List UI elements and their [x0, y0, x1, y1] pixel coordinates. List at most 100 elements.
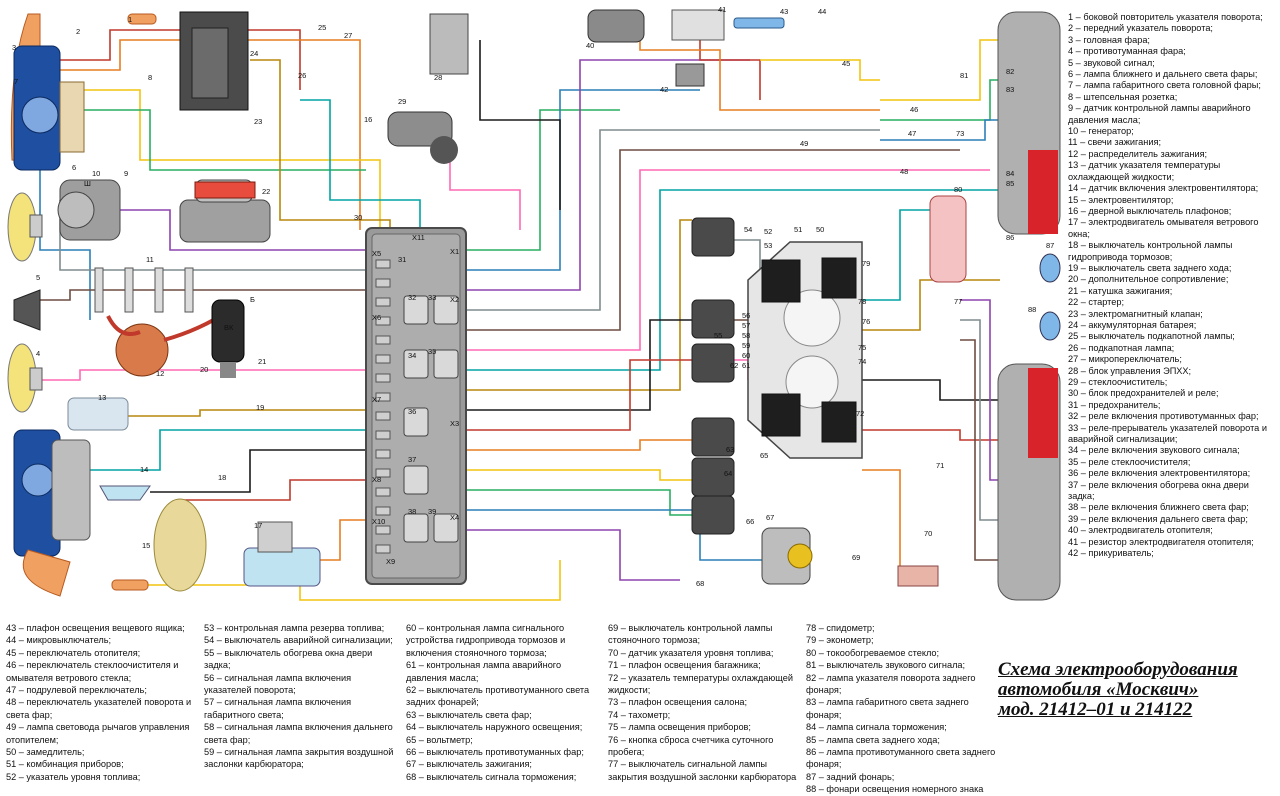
component-number: 52 — [764, 227, 772, 236]
component-number: 6 — [72, 163, 76, 172]
relay — [403, 407, 429, 437]
component-number: 44 — [818, 7, 826, 16]
battery — [179, 11, 249, 111]
legend-item: 68 – выключатель сигнала торможения; — [406, 771, 577, 782]
legend-item: 79 – эконометр; — [806, 635, 874, 646]
component-number: 62 — [730, 361, 738, 370]
wire — [39, 160, 91, 320]
legend-item: 12 – распределитель зажигания; — [1068, 148, 1208, 159]
component-number: X6 — [372, 313, 381, 322]
legend-item: 62 – выключатель противотуманного света … — [406, 685, 590, 708]
fuse — [375, 544, 391, 554]
component-number: 69 — [852, 553, 860, 562]
wire — [120, 209, 366, 251]
legend-item: 77 – выключатель сигнальной лампы закрыт… — [608, 759, 797, 782]
fuse — [375, 392, 391, 402]
legend-item: 75 – лампа освещения приборов; — [608, 722, 751, 733]
legend-item: 3 – головная фара; — [1068, 34, 1150, 45]
ignition-coil — [211, 299, 245, 378]
relay — [403, 513, 429, 543]
wire — [466, 129, 880, 311]
fuse — [375, 297, 391, 307]
component-number: 42 — [660, 85, 668, 94]
component-number: 34 — [408, 351, 416, 360]
relay — [403, 295, 429, 325]
component-number: 64 — [724, 469, 732, 478]
legend-item: 35 – реле стеклоочистителя; — [1068, 456, 1191, 467]
component-number: 86 — [1006, 233, 1014, 242]
legend-item: 70 – датчик указателя уровня топлива; — [608, 647, 774, 658]
legend-item: 22 – стартер; — [1068, 297, 1125, 308]
component-number: 40 — [586, 41, 594, 50]
legend-item: 5 – звуковой сигнал; — [1068, 57, 1155, 68]
legend-item: 83 – лампа габаритного света заднего фон… — [806, 697, 969, 720]
fuel-level-sensor — [897, 565, 939, 587]
component-number: 31 — [398, 255, 406, 264]
component-number: 43 — [780, 7, 788, 16]
legend-item: 13 – датчик указателя температуры охлажд… — [1068, 160, 1221, 182]
legend-item: 17 – электродвигатель омывателя ветровог… — [1068, 217, 1259, 239]
solenoid-relay — [194, 181, 256, 199]
legend-item: 44 – микровыключатель; — [6, 635, 112, 646]
component-number: 74 — [858, 357, 866, 366]
wire — [466, 109, 620, 251]
legend-item: 54 – выключатель аварийной сигнализации; — [204, 635, 393, 646]
legend-item: 42 – прикуриватель; — [1068, 548, 1154, 559]
generator — [57, 179, 121, 241]
component-number: 41 — [718, 5, 726, 14]
wire — [466, 169, 990, 351]
fog-lamp-left-top — [7, 192, 43, 262]
relay — [433, 295, 459, 325]
fuse — [375, 411, 391, 421]
component-number: 76 — [862, 317, 870, 326]
wire — [250, 59, 391, 228]
title-line-1: Схема электрооборудования — [998, 659, 1238, 680]
wire — [466, 149, 960, 331]
component-number: 88 — [1028, 305, 1036, 314]
legend-item: 19 – выключатель света заднего хода; — [1068, 262, 1232, 273]
component-number: 68 — [696, 579, 704, 588]
legend-item: 36 – реле включения электровентилятора; — [1068, 468, 1251, 479]
component-number: 4 — [36, 349, 40, 358]
component-number: 70 — [924, 529, 932, 538]
legend-item: 67 – выключатель зажигания; — [406, 759, 532, 770]
legend-item: 23 – электромагнитный клапан; — [1068, 308, 1203, 319]
wire — [466, 509, 762, 561]
legend-item: 38 – реле включения ближнего света фар; — [1068, 502, 1249, 513]
fuse — [375, 525, 391, 535]
legend-item: 81 – выключатель звукового сигнала; — [806, 660, 966, 671]
wire — [84, 109, 366, 171]
legend-item: 52 – указатель уровня топлива; — [6, 771, 141, 782]
title-line-2: автомобиля «Москвич» — [998, 679, 1199, 700]
component-number: 11 — [146, 255, 154, 264]
legend-item: 59 – сигнальная лампа закрытия воздушной… — [204, 747, 394, 770]
component-number: 10 — [92, 169, 100, 178]
legend-col-5: 78 – спидометр;79 – эконометр;80 – токоо… — [806, 622, 1002, 796]
heated-rear-window — [929, 195, 967, 283]
fuse — [375, 335, 391, 345]
component-number: X10 — [372, 517, 385, 526]
wire — [862, 379, 998, 401]
component-number: X1 — [450, 247, 459, 256]
legend-item: 21 – катушка зажигания; — [1068, 285, 1173, 296]
legend-item: 7 – лампа габаритного света головной фар… — [1068, 80, 1261, 91]
wire — [960, 319, 998, 521]
component-number: 22 — [262, 187, 270, 196]
legend-item: 37 – реле включения обогрева окна двери … — [1068, 479, 1249, 502]
relay-set — [375, 259, 459, 554]
component-number: 79 — [862, 259, 870, 268]
legend-item: 88 – фонари освещения номерного знака — [806, 784, 984, 795]
component-number: 5 — [36, 273, 40, 282]
wire — [466, 529, 680, 581]
legend-item: 45 – переключатель отопителя; — [6, 647, 141, 658]
component-number: ВК — [224, 323, 234, 332]
horn — [13, 289, 41, 331]
epxx-control-unit — [429, 13, 469, 75]
wire — [466, 319, 692, 411]
wire — [90, 429, 366, 471]
component-number: 8 — [148, 73, 152, 82]
component-number: 28 — [434, 73, 442, 82]
component-number: 54 — [744, 225, 752, 234]
radiator-fan — [153, 498, 207, 592]
